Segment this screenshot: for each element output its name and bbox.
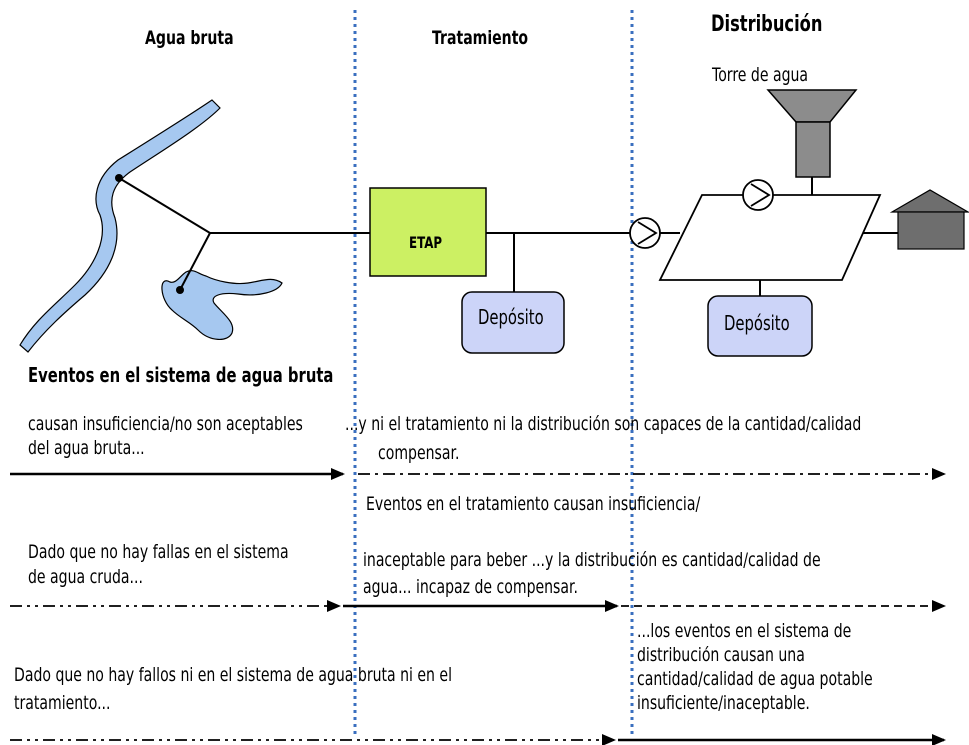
house-roof-icon bbox=[889, 189, 969, 213]
tank1-box bbox=[461, 291, 565, 354]
header-treatment: Tratamiento bbox=[432, 27, 529, 49]
lake-shape bbox=[161, 270, 283, 340]
tank2-label: Depósito bbox=[724, 311, 790, 335]
pump2-icon-arrow bbox=[750, 183, 771, 207]
water-tower-top-icon bbox=[766, 89, 858, 123]
row2-mid-line2: agua... incapaz de compensar. bbox=[363, 576, 578, 598]
river-shape bbox=[19, 99, 221, 353]
treatment-plant-box bbox=[369, 187, 487, 277]
row1-left-line2: del agua bruta... bbox=[28, 437, 145, 459]
pump2-icon bbox=[742, 179, 774, 211]
tank1-label: Depósito bbox=[478, 305, 544, 329]
pump-icon-arrow bbox=[637, 221, 658, 245]
distribution-reservoir-shape bbox=[658, 194, 882, 281]
house-body-icon bbox=[897, 211, 965, 250]
row1-right-line2: compensar. bbox=[378, 442, 460, 464]
section-title: Eventos en el sistema de agua bruta bbox=[28, 363, 334, 387]
treatment-plant-label: ETAP bbox=[409, 233, 443, 252]
row2-mid-line1: inaceptable para beber ...y la distribuc… bbox=[363, 549, 821, 571]
tank2-box bbox=[707, 295, 813, 357]
intake-line-river bbox=[118, 177, 211, 234]
row2-left-line1: Dado que no hay fallas en el sistema bbox=[28, 541, 289, 563]
row3-right-line3: cantidad/calidad de agua potable bbox=[637, 668, 873, 690]
header-raw-water: Agua bruta bbox=[145, 27, 234, 49]
row3-right-line4: insuficiente/inaceptable. bbox=[637, 692, 810, 714]
row3-left-line2: tratamiento... bbox=[14, 692, 111, 714]
header-distribution: Distribución bbox=[711, 12, 823, 37]
row1-left-line1: causan insuficiencia/no son aceptables bbox=[28, 413, 303, 435]
intake-line-lake bbox=[179, 232, 211, 291]
water-tower-label: Torre de agua bbox=[712, 64, 809, 86]
row2-left-line2: de agua cruda... bbox=[28, 566, 143, 588]
row3-right-line1: ...los eventos en el sistema de bbox=[637, 620, 852, 642]
row2-top-line: Eventos en el tratamiento causan insufic… bbox=[366, 493, 701, 515]
row3-left-line1: Dado que no hay fallos ni en el sistema … bbox=[14, 664, 452, 686]
row1-right-line1: ...y ni el tratamiento ni la distribució… bbox=[345, 413, 862, 435]
row3-right-line2: distribución causan una bbox=[637, 644, 805, 666]
intake-point-river bbox=[115, 174, 123, 182]
water-tower-column-icon bbox=[795, 121, 831, 178]
pump-icon bbox=[629, 217, 661, 249]
intake-point-lake bbox=[176, 286, 184, 294]
